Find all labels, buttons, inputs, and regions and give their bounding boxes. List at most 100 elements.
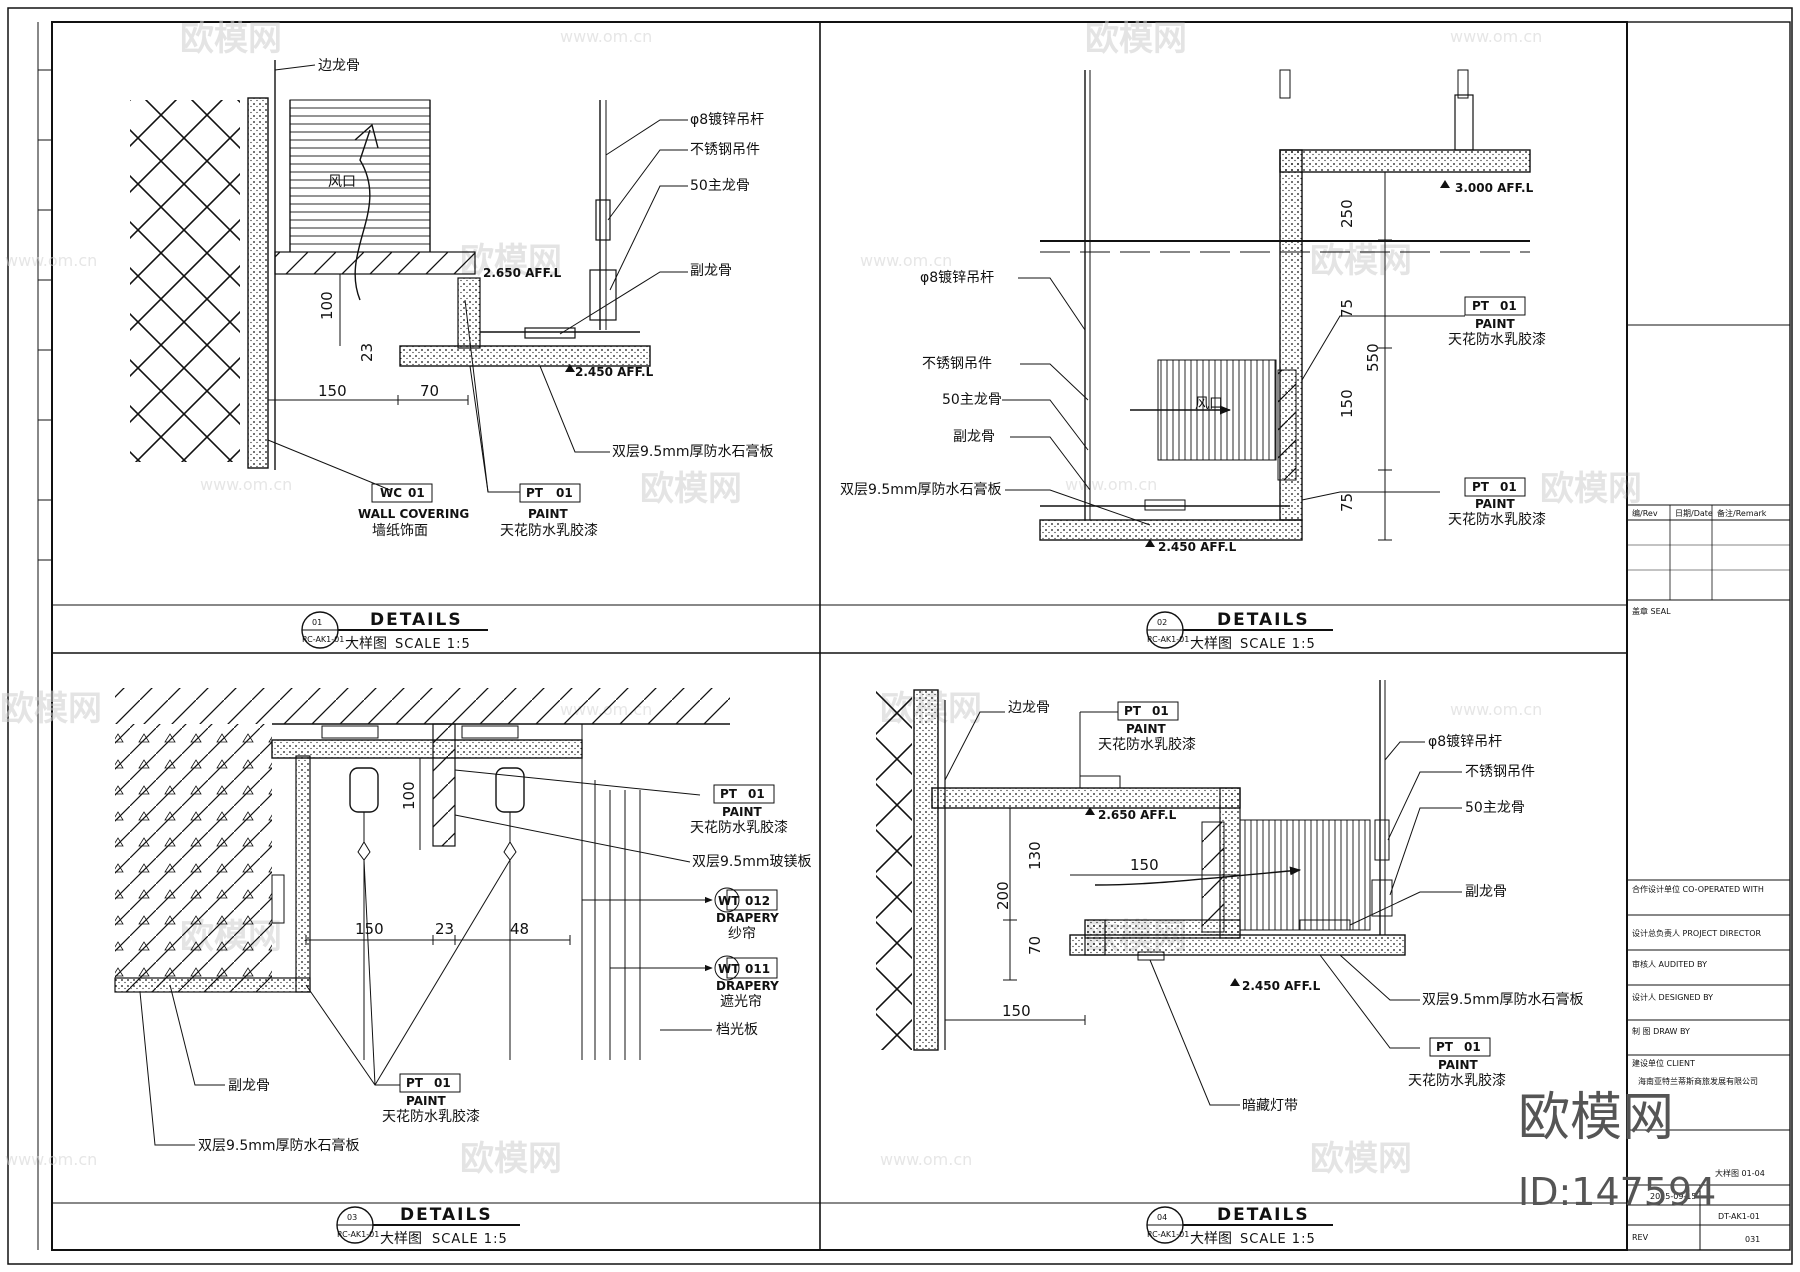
page-number: 031 bbox=[1745, 1235, 1760, 1244]
rev-label: REV bbox=[1632, 1233, 1649, 1242]
pt-code: PT bbox=[1472, 299, 1490, 313]
rev-header: 编/Rev bbox=[1632, 508, 1658, 518]
dim-label: 75 bbox=[1338, 299, 1356, 318]
detail-scale: SCALE 1:5 bbox=[432, 1232, 508, 1247]
watermark-url: www.om.cn bbox=[5, 251, 97, 270]
director-label: 设计总负责人 PROJECT DIRECTOR bbox=[1632, 928, 1762, 938]
detail-subtitle: 大样图 bbox=[345, 636, 387, 652]
drawing-frame bbox=[51, 21, 1628, 1251]
paint-en: PAINT bbox=[722, 805, 762, 819]
edge-keel-label: 边龙骨 bbox=[1008, 700, 1050, 716]
detail-subtitle: 大样图 bbox=[1190, 1231, 1232, 1247]
level-mark: 2.450 AFF.L bbox=[1242, 979, 1321, 993]
sheer-label: 纱帘 bbox=[728, 926, 756, 942]
title-block: 编/Rev 日期/Date 备注/Remark 盖章 SEAL 合作设计单位 C… bbox=[1518, 21, 1791, 1251]
paint-en: PAINT bbox=[1438, 1058, 1478, 1072]
design-label: 设计人 DESIGNED BY bbox=[1632, 992, 1713, 1002]
watermark-url: www.om.cn bbox=[5, 1150, 97, 1169]
wall-code: WC bbox=[380, 486, 402, 500]
detail-num: 04 bbox=[1157, 1213, 1167, 1222]
rod-label: φ8镀锌吊杆 bbox=[1428, 733, 1502, 750]
detail-num: 03 bbox=[347, 1213, 357, 1222]
wall-number: 01 bbox=[408, 486, 425, 500]
pt-code: PT bbox=[720, 787, 738, 801]
drawing-title: 大样图 01-04 bbox=[1715, 1168, 1765, 1178]
sub-keel-label: 副龙骨 bbox=[1465, 884, 1507, 900]
watermark-url: www.om.cn bbox=[1450, 700, 1542, 719]
detail-num: 02 bbox=[1157, 618, 1167, 627]
hanger-label: 不锈钢吊件 bbox=[690, 142, 760, 158]
dim-label: 75 bbox=[1338, 493, 1356, 512]
pt-code: PT bbox=[1124, 704, 1142, 718]
paint-en: PAINT bbox=[1126, 722, 1166, 736]
wt-number: 011 bbox=[745, 962, 770, 976]
detail-ref: RC-AK1-01 bbox=[1147, 635, 1189, 644]
sub-keel-label: 副龙骨 bbox=[228, 1078, 270, 1094]
dim-label: 70 bbox=[420, 382, 439, 400]
watermark-url: www.om.cn bbox=[1450, 27, 1542, 46]
detail-scale: SCALE 1:5 bbox=[395, 637, 471, 652]
paint-cn: 天花防水乳胶漆 bbox=[690, 819, 788, 836]
paint-cn: 天花防水乳胶漆 bbox=[1448, 331, 1546, 348]
drapery-en: DRAPERY bbox=[716, 911, 779, 925]
dim-label: 48 bbox=[510, 920, 529, 938]
dim-label: 100 bbox=[318, 291, 336, 320]
pt-code: PT bbox=[1436, 1040, 1454, 1054]
main-keel-label: 50主龙骨 bbox=[1465, 800, 1525, 816]
watermark-url: www.om.cn bbox=[200, 475, 292, 494]
dim-label: 100 bbox=[400, 781, 418, 810]
watermark-text: 欧模网 bbox=[460, 241, 562, 281]
paint-en: PAINT bbox=[406, 1094, 446, 1108]
edge-keel-label: 边龙骨 bbox=[318, 58, 360, 74]
drawing-number: DT-AK1-01 bbox=[1718, 1212, 1760, 1221]
watermark-layer: 欧模网 www.om.cn 欧模网 www.om.cn 欧模网 www.om.c… bbox=[0, 19, 1642, 1179]
wall-cn: 墙纸饰面 bbox=[372, 523, 428, 539]
board-label: 双层9.5mm厚防水石膏板 bbox=[612, 443, 774, 460]
detail-panel-03: 100 150 23 48 PT 01 PAINT 天花防水乳胶漆 双层9.5m… bbox=[114, 688, 812, 1247]
client-name: 海南亚特兰蒂斯商旅发展有限公司 bbox=[1638, 1076, 1758, 1086]
watermark-text: 欧模网 bbox=[460, 1139, 562, 1179]
pt-number: 01 bbox=[1500, 480, 1517, 494]
dim-label: 130 bbox=[1026, 841, 1044, 870]
light-label: 暗藏灯带 bbox=[1242, 1098, 1298, 1114]
watermark-url: www.om.cn bbox=[880, 1150, 972, 1169]
level-mark: 2.450 AFF.L bbox=[1158, 540, 1237, 554]
pt-number: 01 bbox=[748, 787, 765, 801]
detail-panel-04: 130 200 70 150 150 2.650 AFF.L 2.450 AFF… bbox=[876, 680, 1584, 1247]
watermark-url: www.om.cn bbox=[1065, 475, 1157, 494]
pt-number: 01 bbox=[1152, 704, 1169, 718]
pt-number: 01 bbox=[1500, 299, 1517, 313]
date-value: 2015-09-15 bbox=[1650, 1192, 1697, 1201]
remark-header: 备注/Remark bbox=[1717, 508, 1767, 518]
paint-cn: 天花防水乳胶漆 bbox=[1448, 511, 1546, 528]
vent-label: 风口 bbox=[328, 174, 356, 190]
main-keel-label: 50主龙骨 bbox=[690, 178, 750, 194]
detail-panel-02: 风口 250 75 550 150 75 3.000 AFF.L 2.450 A… bbox=[840, 69, 1546, 652]
dim-label: 70 bbox=[1026, 936, 1044, 955]
dim-label: 200 bbox=[994, 881, 1012, 910]
watermark-text: 欧模网 bbox=[1540, 469, 1642, 509]
paint-cn: 天花防水乳胶漆 bbox=[382, 1108, 480, 1125]
dim-label: 150 bbox=[1338, 389, 1356, 418]
pt-code: PT bbox=[406, 1076, 424, 1090]
main-keel-label: 50主龙骨 bbox=[942, 392, 1002, 408]
paint-en: PAINT bbox=[1475, 317, 1515, 331]
date-header: 日期/Date bbox=[1675, 509, 1713, 518]
dim-label: 250 bbox=[1338, 199, 1356, 228]
pt-number: 01 bbox=[434, 1076, 451, 1090]
detail-scale: SCALE 1:5 bbox=[1240, 637, 1316, 652]
detail-subtitle: 大样图 bbox=[380, 1231, 422, 1247]
baffle-label: 档光板 bbox=[716, 1022, 758, 1038]
pt-code: PT bbox=[526, 486, 544, 500]
level-mark: 2.650 AFF.L bbox=[483, 266, 562, 280]
coop-label: 合作设计单位 CO-OPERATED WITH bbox=[1632, 884, 1764, 894]
wt-number: 012 bbox=[745, 894, 770, 908]
blackout-label: 遮光帘 bbox=[720, 994, 762, 1010]
sheet-border bbox=[7, 7, 1793, 1265]
board-label: 双层9.5mm厚防水石膏板 bbox=[198, 1137, 360, 1154]
wt-code: WT bbox=[718, 962, 740, 976]
seal-label: 盖章 SEAL bbox=[1632, 606, 1671, 616]
dim-label: 150 bbox=[318, 382, 347, 400]
level-mark: 3.000 AFF.L bbox=[1455, 181, 1534, 195]
detail-title: DETAILS bbox=[370, 610, 463, 630]
